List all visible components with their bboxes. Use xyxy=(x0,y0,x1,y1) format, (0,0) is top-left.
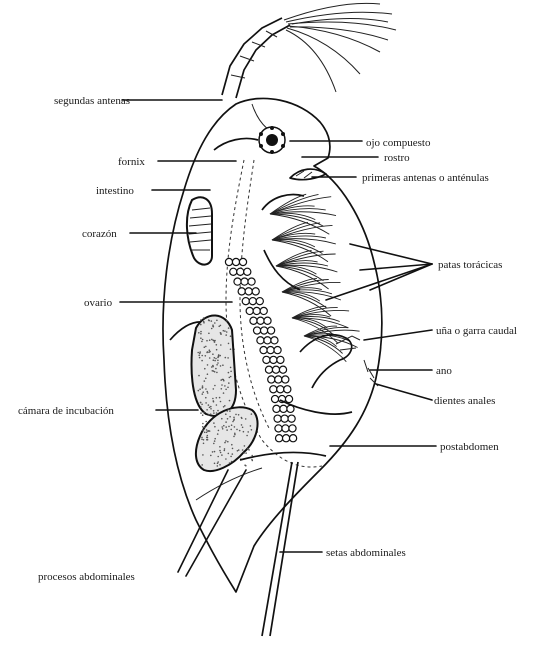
eggs xyxy=(192,315,258,471)
label-rostro: rostro xyxy=(384,152,410,164)
second-antenna xyxy=(222,3,396,98)
label-postabdomen: postabdomen xyxy=(440,441,499,453)
label-ojo-compuesto: ojo compuesto xyxy=(366,137,431,149)
heart xyxy=(187,197,212,264)
label-fornix: fornix xyxy=(118,156,145,168)
label-ovario: ovario xyxy=(84,297,113,309)
label-patas-toracicas: patas torácicas xyxy=(438,259,502,271)
compound-eye xyxy=(259,126,285,154)
label-procesos-abdominales: procesos abdominales xyxy=(38,571,135,583)
label-camara-incubacion: cámara de incubación xyxy=(18,405,114,417)
label-corazon: corazón xyxy=(82,228,117,240)
label-una-garra-caudal: uña o garra caudal xyxy=(436,325,517,337)
label-primeras-antenas: primeras antenas o anténulas xyxy=(362,172,489,184)
thoracic-legs xyxy=(270,194,360,362)
daphnia-drawing xyxy=(163,3,396,636)
label-ano: ano xyxy=(436,365,452,377)
label-dientes-anales: dientes anales xyxy=(434,395,495,407)
label-setas-abdominales: setas abdominales xyxy=(326,547,406,559)
label-segundas-antenas: segundas antenas xyxy=(54,95,130,107)
label-intestino: intestino xyxy=(96,185,134,197)
